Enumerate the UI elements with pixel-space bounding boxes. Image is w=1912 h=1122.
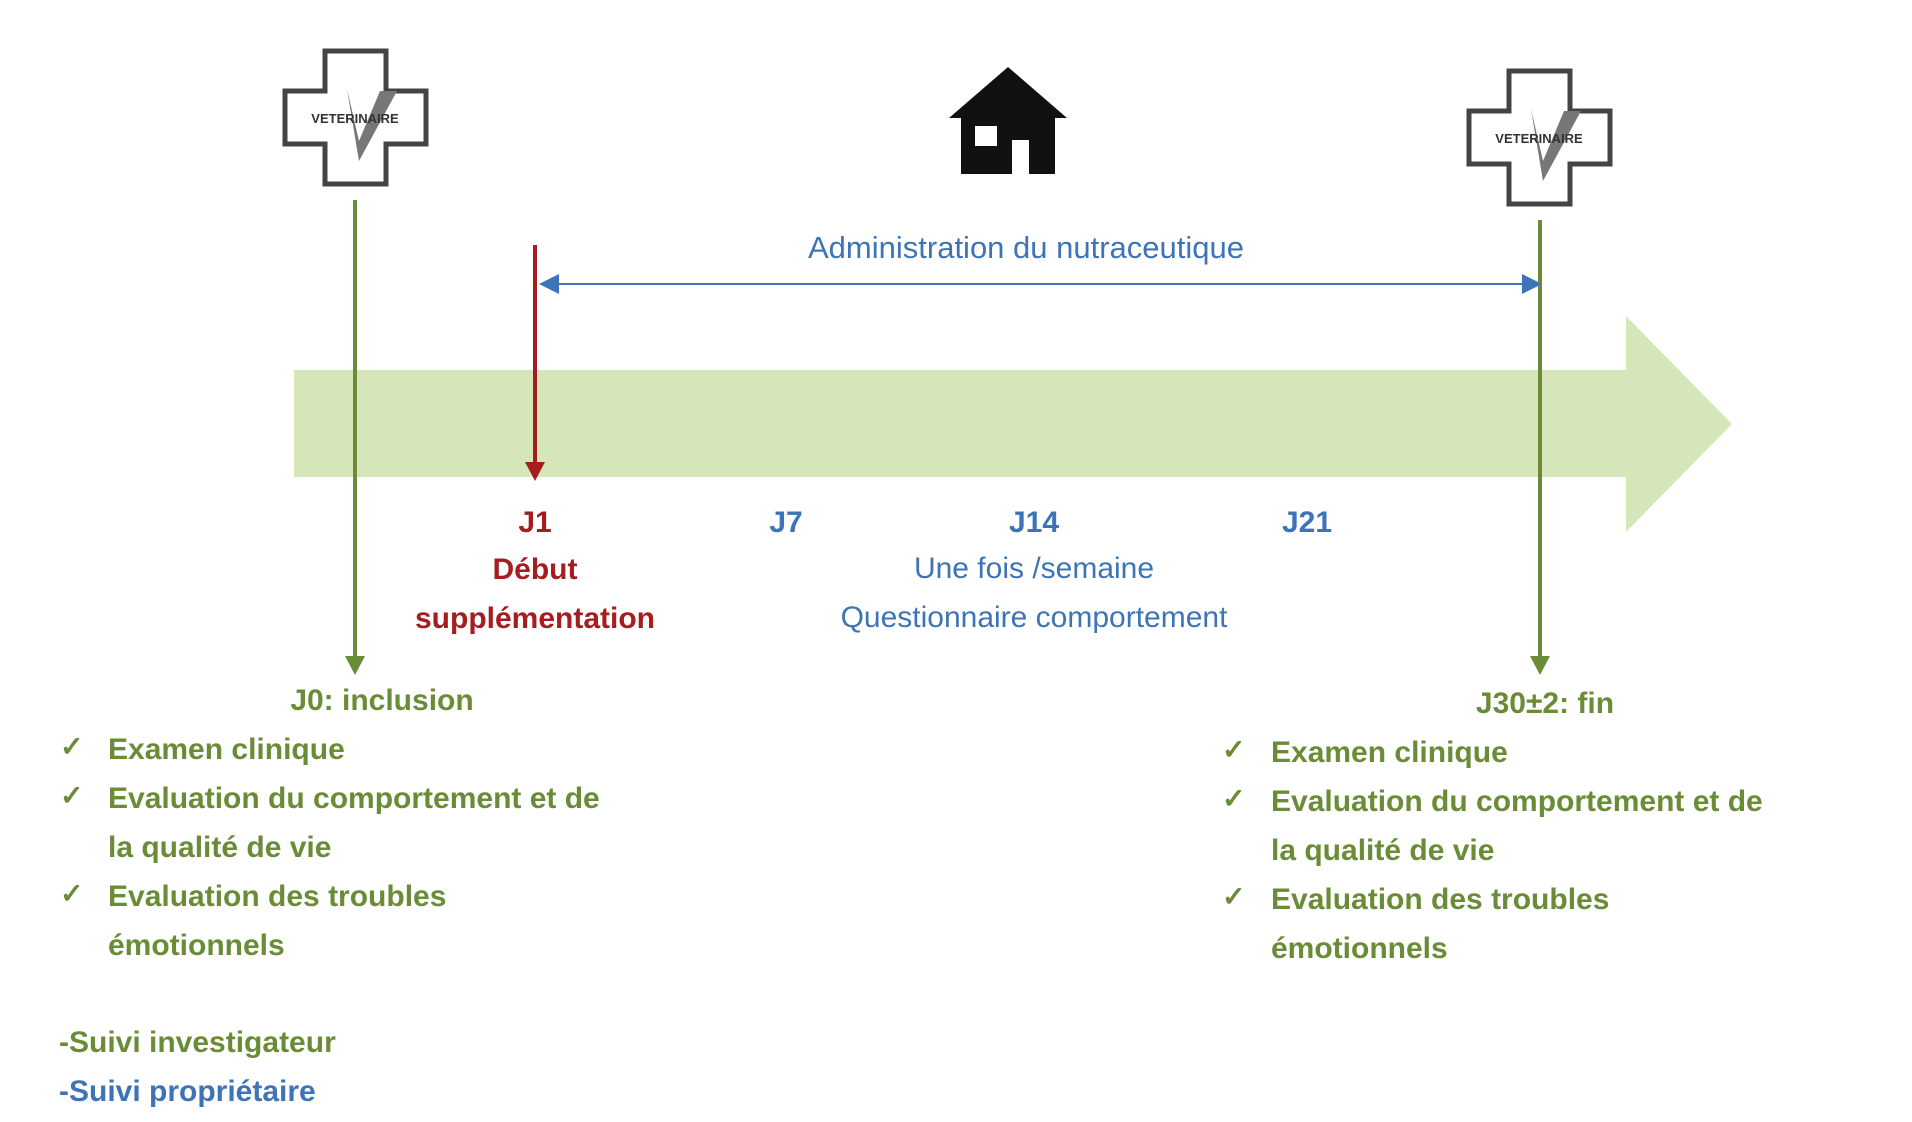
svg-text:VETERINAIRE: VETERINAIRE <box>1495 131 1583 146</box>
inclusion-title: J0: inclusion <box>290 684 474 717</box>
inclusion-item: Evaluation des troubles <box>108 880 447 913</box>
weekly-label-line2: Questionnaire comportement <box>840 601 1228 634</box>
inclusion-item: la qualité de vie <box>108 831 332 864</box>
house-icon <box>949 67 1067 174</box>
administration-label: Administration du nutraceutique <box>808 230 1244 265</box>
veterinary-cross-icon: VETERINAIRE <box>1466 68 1613 207</box>
start-label-line1: Début <box>492 553 578 586</box>
check-icon: ✓ <box>1222 734 1246 765</box>
end-title: J30±2: fin <box>1475 687 1615 720</box>
legend-investigator: -Suivi investigateur <box>59 1026 336 1059</box>
start-label-line2: supplémentation <box>414 602 656 635</box>
inclusion-item: Evaluation du comportement et de <box>108 782 600 815</box>
j14-label: J14 <box>1008 506 1060 539</box>
inclusion-item: Examen clinique <box>108 733 345 766</box>
end-item: Evaluation des troubles <box>1271 883 1610 916</box>
svg-text:VETERINAIRE: VETERINAIRE <box>311 111 399 126</box>
start-arrow <box>525 245 545 481</box>
veterinary-cross-icon: VETERINAIRE <box>282 48 429 187</box>
inclusion-item: émotionnels <box>108 929 285 962</box>
end-item: Evaluation du comportement et de <box>1271 785 1763 818</box>
timeline-arrow <box>294 316 1732 532</box>
check-icon: ✓ <box>1222 783 1246 814</box>
check-icon: ✓ <box>1222 881 1246 912</box>
weekly-label-line1: Une fois /semaine <box>913 552 1155 585</box>
check-icon: ✓ <box>60 731 84 762</box>
j21-label: J21 <box>1281 506 1333 539</box>
inclusion-arrow <box>345 200 365 675</box>
end-item: la qualité de vie <box>1271 834 1495 867</box>
legend-owner: -Suivi propriétaire <box>59 1075 316 1108</box>
j1-label: J1 <box>518 506 552 539</box>
end-item: émotionnels <box>1271 932 1448 965</box>
j7-label: J7 <box>769 506 803 539</box>
check-icon: ✓ <box>60 878 84 909</box>
check-icon: ✓ <box>60 780 84 811</box>
end-item: Examen clinique <box>1271 736 1508 769</box>
